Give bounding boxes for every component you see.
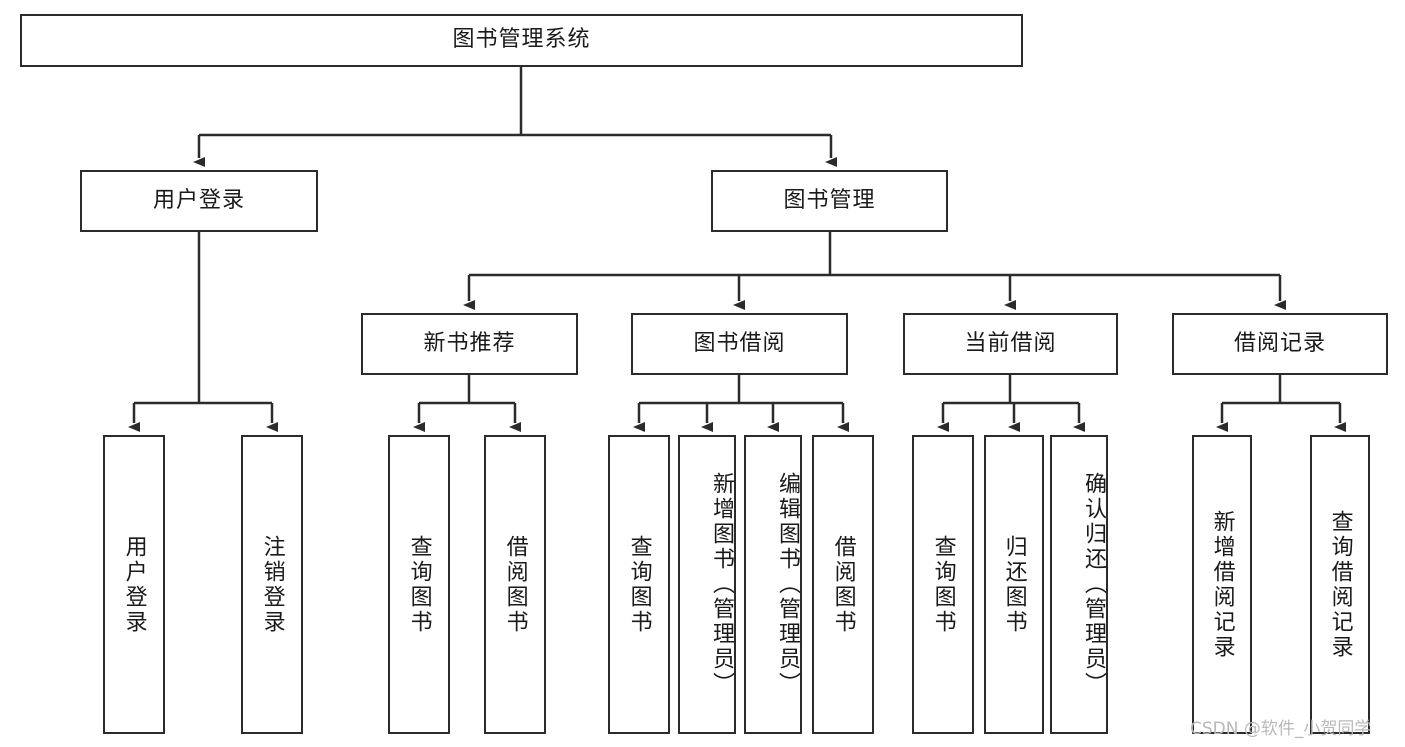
node-leaf-confirm-return-label: 确认归还（管理员） bbox=[1081, 472, 1106, 697]
node-current-borrow-label: 当前借阅 bbox=[964, 330, 1057, 356]
node-new-book-recommend-label: 新书推荐 bbox=[423, 330, 516, 356]
edge-bookmgmt-to-level3 bbox=[463, 232, 1286, 310]
node-user-login-label: 用户登录 bbox=[152, 187, 245, 213]
node-leaf-query-book-borrow-label: 查询图书 bbox=[626, 534, 652, 635]
node-borrow-record-label: 借阅记录 bbox=[1233, 330, 1326, 356]
node-leaf-user-logout[interactable]: 注销登录 bbox=[241, 435, 303, 734]
edge-newbook-to-leaves bbox=[413, 375, 521, 432]
node-leaf-user-login[interactable]: 用户登录 bbox=[103, 435, 165, 734]
node-leaf-user-logout-label: 注销登录 bbox=[259, 534, 285, 635]
node-current-borrow[interactable]: 当前借阅 bbox=[903, 313, 1118, 375]
edge-userlogin-to-leaves bbox=[128, 232, 278, 432]
node-leaf-user-login-label: 用户登录 bbox=[121, 534, 147, 635]
edge-root-to-level2 bbox=[193, 67, 837, 167]
node-leaf-query-borrow-record-label: 查询借阅记录 bbox=[1327, 509, 1353, 660]
node-leaf-query-book-current-label: 查询图书 bbox=[930, 534, 956, 635]
node-leaf-query-book-current[interactable]: 查询图书 bbox=[912, 435, 974, 734]
watermark: CSDN @软件_小贺同学 bbox=[1190, 719, 1372, 739]
node-root-label: 图书管理系统 bbox=[452, 27, 591, 53]
node-new-book-recommend[interactable]: 新书推荐 bbox=[361, 313, 578, 375]
node-leaf-borrow-book-recommend[interactable]: 借阅图书 bbox=[484, 435, 546, 734]
edge-borrowrecord-to-leaves bbox=[1216, 375, 1346, 432]
node-leaf-edit-book-label: 编辑图书（管理员） bbox=[775, 472, 800, 697]
node-book-management-label: 图书管理 bbox=[783, 187, 876, 213]
node-leaf-query-book-borrow[interactable]: 查询图书 bbox=[608, 435, 670, 734]
node-book-borrow-label: 图书借阅 bbox=[693, 330, 786, 356]
node-leaf-return-book[interactable]: 归还图书 bbox=[984, 435, 1044, 734]
node-user-login[interactable]: 用户登录 bbox=[80, 170, 318, 232]
node-leaf-add-borrow-record-label: 新增借阅记录 bbox=[1209, 509, 1235, 660]
node-book-management[interactable]: 图书管理 bbox=[711, 170, 948, 232]
node-leaf-return-book-label: 归还图书 bbox=[1001, 534, 1027, 635]
node-leaf-add-borrow-record[interactable]: 新增借阅记录 bbox=[1192, 435, 1252, 734]
node-leaf-add-book[interactable]: 新增图书（管理员） bbox=[678, 435, 736, 734]
node-leaf-borrow-book[interactable]: 借阅图书 bbox=[812, 435, 874, 734]
edge-bookborrow-to-leaves bbox=[633, 375, 849, 432]
edge-currentborrow-to-leaves bbox=[937, 375, 1085, 432]
node-leaf-query-book-recommend-label: 查询图书 bbox=[406, 534, 432, 635]
node-leaf-query-borrow-record[interactable]: 查询借阅记录 bbox=[1310, 435, 1370, 734]
node-root[interactable]: 图书管理系统 bbox=[20, 14, 1023, 67]
node-borrow-record[interactable]: 借阅记录 bbox=[1172, 313, 1388, 375]
node-leaf-confirm-return[interactable]: 确认归还（管理员） bbox=[1050, 435, 1108, 734]
node-book-borrow[interactable]: 图书借阅 bbox=[631, 313, 848, 375]
node-leaf-edit-book[interactable]: 编辑图书（管理员） bbox=[744, 435, 802, 734]
node-leaf-borrow-book-recommend-label: 借阅图书 bbox=[502, 534, 528, 635]
node-leaf-query-book-recommend[interactable]: 查询图书 bbox=[388, 435, 450, 734]
node-leaf-add-book-label: 新增图书（管理员） bbox=[709, 472, 734, 697]
node-leaf-borrow-book-label: 借阅图书 bbox=[830, 534, 856, 635]
